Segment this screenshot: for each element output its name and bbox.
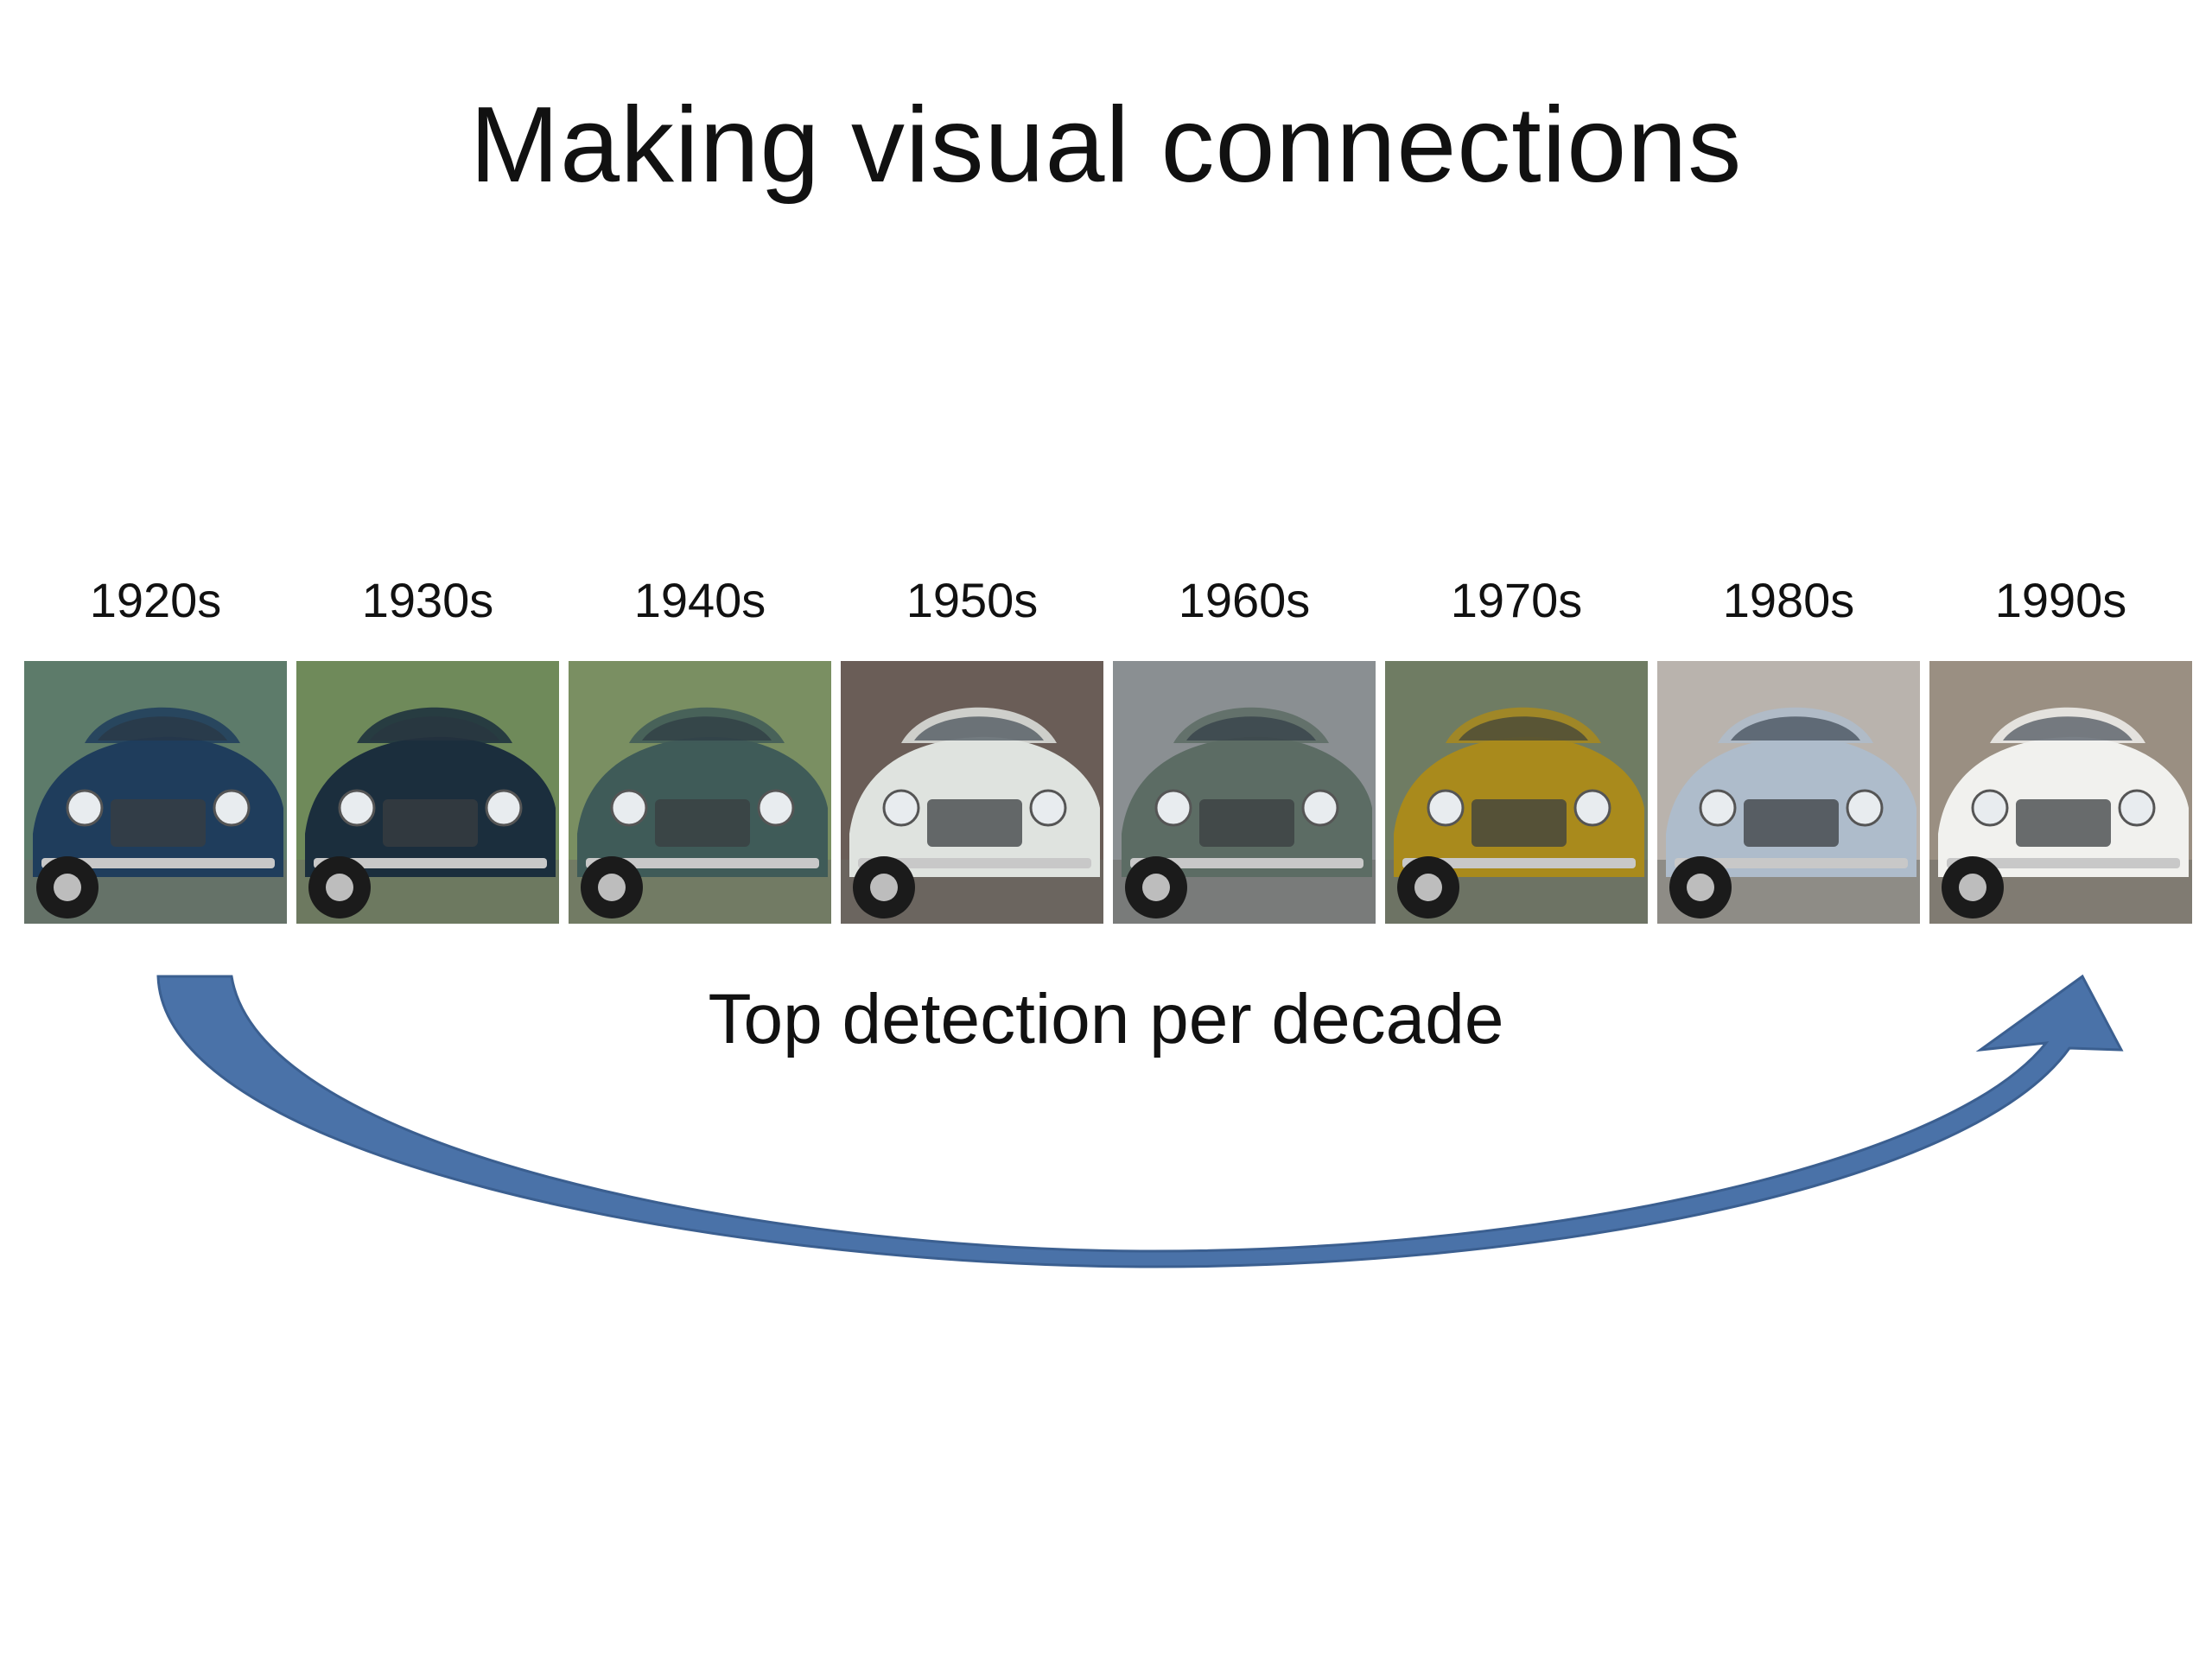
- bumper: [41, 858, 275, 868]
- car-picture: [296, 661, 559, 924]
- wheel-hub: [598, 874, 626, 901]
- bumper: [858, 858, 1091, 868]
- headlight-right: [1573, 789, 1611, 827]
- wheel-hub: [870, 874, 898, 901]
- car-picture: [1657, 661, 1920, 924]
- bumper: [314, 858, 547, 868]
- decade-label-1950s: 1950s: [906, 573, 1039, 627]
- car-window: [1459, 716, 1588, 741]
- bumper: [586, 858, 819, 868]
- car-grille: [2016, 799, 2111, 847]
- car-window: [642, 716, 772, 741]
- car-window: [98, 716, 227, 741]
- car-picture: [24, 661, 287, 924]
- wheel-hub: [326, 874, 353, 901]
- bumper: [1130, 858, 1363, 868]
- car-thumbnail-1950s: [841, 661, 1103, 924]
- car-thumbnail-1960s: [1113, 661, 1376, 924]
- car-thumbnail-1970s: [1385, 661, 1648, 924]
- car-picture: [1929, 661, 2192, 924]
- car-grille: [1471, 799, 1567, 847]
- wheel-hub: [1142, 874, 1170, 901]
- headlight-left: [338, 789, 376, 827]
- headlight-left: [1154, 789, 1192, 827]
- headlight-right: [213, 789, 251, 827]
- car-grille: [383, 799, 478, 847]
- decade-label-1930s: 1930s: [361, 573, 494, 627]
- car-window: [2003, 716, 2133, 741]
- car-thumbnail-1920s: [24, 661, 287, 924]
- slide-title: Making visual connections: [469, 86, 1743, 205]
- decade-label-1960s: 1960s: [1178, 573, 1311, 627]
- car-window: [370, 716, 499, 741]
- car-picture: [1113, 661, 1376, 924]
- headlight-left: [1427, 789, 1465, 827]
- bumper: [1675, 858, 1908, 868]
- decade-label-1920s: 1920s: [89, 573, 222, 627]
- headlight-right: [1846, 789, 1884, 827]
- car-thumbnail-1930s: [296, 661, 559, 924]
- headlight-right: [2118, 789, 2156, 827]
- wheel-hub: [1959, 874, 1986, 901]
- car-picture: [569, 661, 831, 924]
- headlight-right: [485, 789, 523, 827]
- car-grille: [111, 799, 206, 847]
- wheel-hub: [1414, 874, 1442, 901]
- car-picture: [841, 661, 1103, 924]
- decade-label-1940s: 1940s: [633, 573, 766, 627]
- headlight-right: [1301, 789, 1339, 827]
- headlight-left: [1971, 789, 2009, 827]
- bumper: [1947, 858, 2180, 868]
- car-window: [1186, 716, 1316, 741]
- car-thumbnail-1980s: [1657, 661, 1920, 924]
- decade-label-1980s: 1980s: [1722, 573, 1855, 627]
- headlight-right: [1029, 789, 1067, 827]
- car-grille: [1199, 799, 1294, 847]
- car-grille: [1744, 799, 1839, 847]
- car-window: [914, 716, 1044, 741]
- headlight-right: [757, 789, 795, 827]
- headlight-left: [610, 789, 648, 827]
- bumper: [1402, 858, 1636, 868]
- caption: Top detection per decade: [708, 980, 1504, 1058]
- headlight-left: [882, 789, 920, 827]
- wheel-hub: [1687, 874, 1714, 901]
- headlight-left: [66, 789, 104, 827]
- car-window: [1731, 716, 1860, 741]
- car-grille: [655, 799, 750, 847]
- car-grille: [927, 799, 1022, 847]
- wheel-hub: [54, 874, 81, 901]
- decade-label-1990s: 1990s: [1994, 573, 2127, 627]
- headlight-left: [1699, 789, 1737, 827]
- car-picture: [1385, 661, 1648, 924]
- car-thumbnail-1990s: [1929, 661, 2192, 924]
- decade-label-1970s: 1970s: [1450, 573, 1583, 627]
- car-thumbnail-1940s: [569, 661, 831, 924]
